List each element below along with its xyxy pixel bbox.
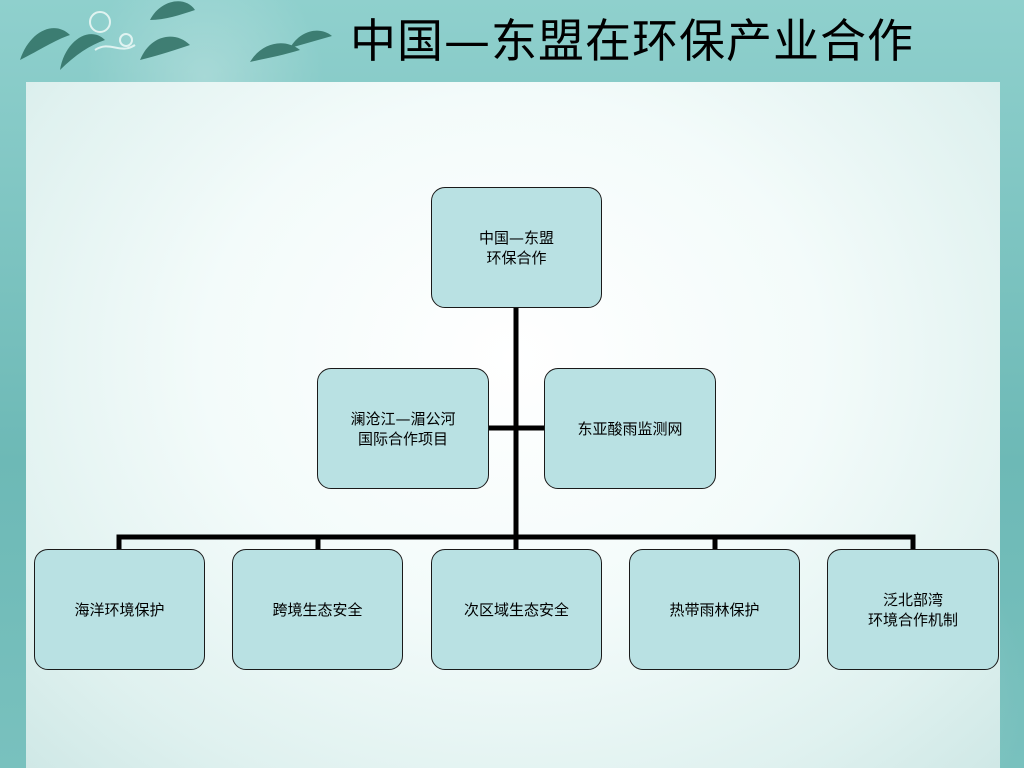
child-node-5: 泛北部湾 环境合作机制 — [827, 549, 999, 670]
child-label-2: 跨境生态安全 — [272, 600, 363, 619]
child-node-4: 热带雨林保护 — [629, 549, 800, 670]
root-node: 中国—东盟 环保合作 — [431, 187, 602, 308]
child-node-3: 次区域生态安全 — [431, 549, 602, 670]
child-label-1: 海洋环境保护 — [74, 600, 165, 619]
assistant-label-right: 东亚酸雨监测网 — [577, 419, 683, 438]
assistant-label-left: 澜沧江—湄公河 国际合作项目 — [350, 409, 456, 448]
child-label-3: 次区域生态安全 — [463, 600, 569, 619]
root-label: 中国—东盟 环保合作 — [478, 228, 554, 267]
child-node-2: 跨境生态安全 — [232, 549, 403, 670]
child-label-4: 热带雨林保护 — [669, 600, 760, 619]
child-node-1: 海洋环境保护 — [34, 549, 205, 670]
slide-title: 中国—东盟在环保产业合作 — [350, 14, 914, 68]
assistant-node-left: 澜沧江—湄公河 国际合作项目 — [317, 368, 489, 489]
child-label-5: 泛北部湾 环境合作机制 — [867, 590, 958, 629]
assistant-node-right: 东亚酸雨监测网 — [544, 368, 716, 489]
